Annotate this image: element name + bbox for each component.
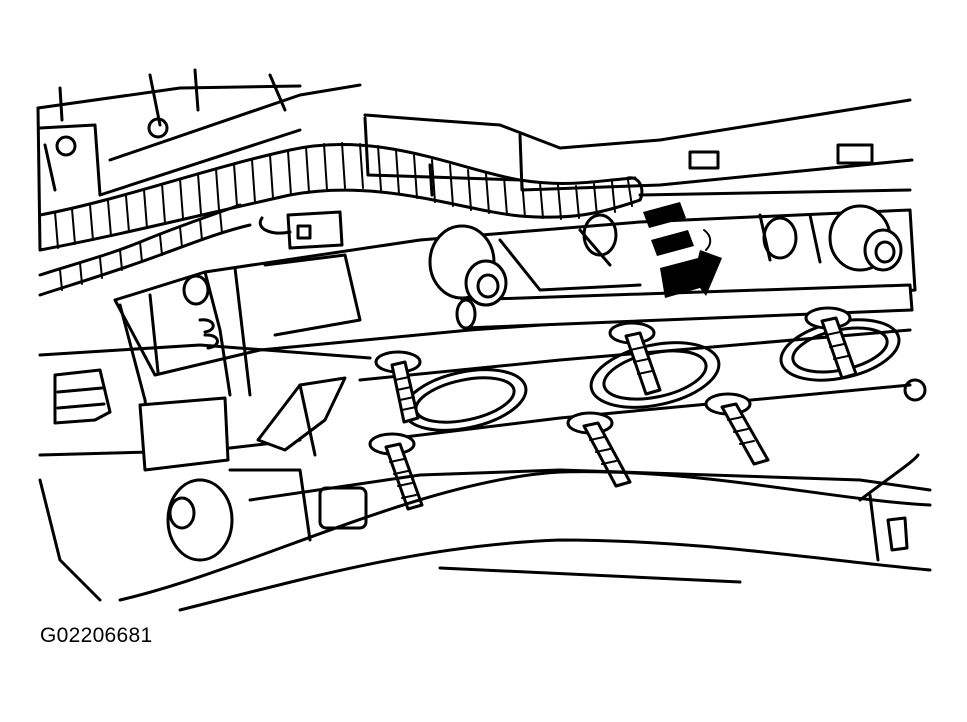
fuel-rail	[115, 206, 915, 445]
figure-id-label: G02206681	[40, 624, 153, 647]
bolt-6	[706, 394, 768, 464]
upper-engine-cover	[38, 70, 912, 250]
wiring-harness	[40, 143, 642, 295]
lower-section	[120, 455, 930, 610]
harness-connector	[260, 212, 342, 248]
left-components	[40, 370, 930, 600]
bolt-1	[376, 352, 420, 422]
bolt-2	[610, 323, 660, 394]
direction-arrow	[643, 202, 722, 298]
bolt-3	[806, 308, 856, 378]
bolt-5	[568, 413, 630, 486]
bolt-4	[370, 434, 422, 509]
